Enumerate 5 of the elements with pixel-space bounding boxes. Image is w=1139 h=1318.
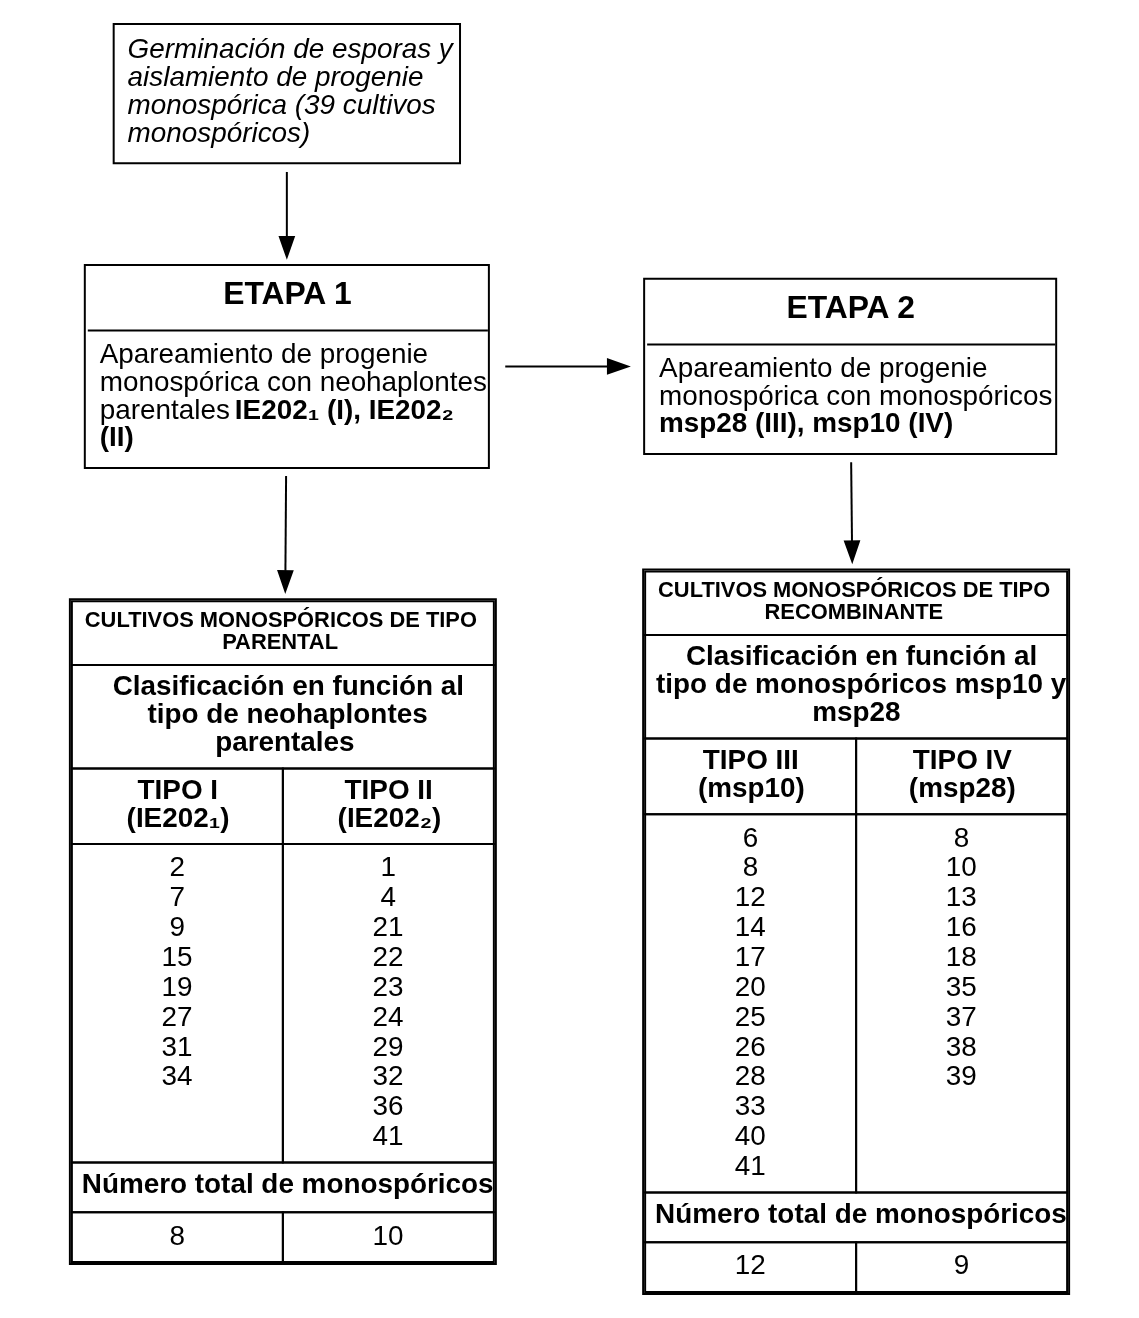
arrow: [278, 170, 296, 260]
arrow: [843, 461, 861, 565]
node-box: Germinación de esporas y aislamiento de progenie monospórica (39 cultivos monospóricos): [112, 23, 461, 165]
arrow: [504, 358, 631, 375]
arrow: [277, 474, 294, 595]
